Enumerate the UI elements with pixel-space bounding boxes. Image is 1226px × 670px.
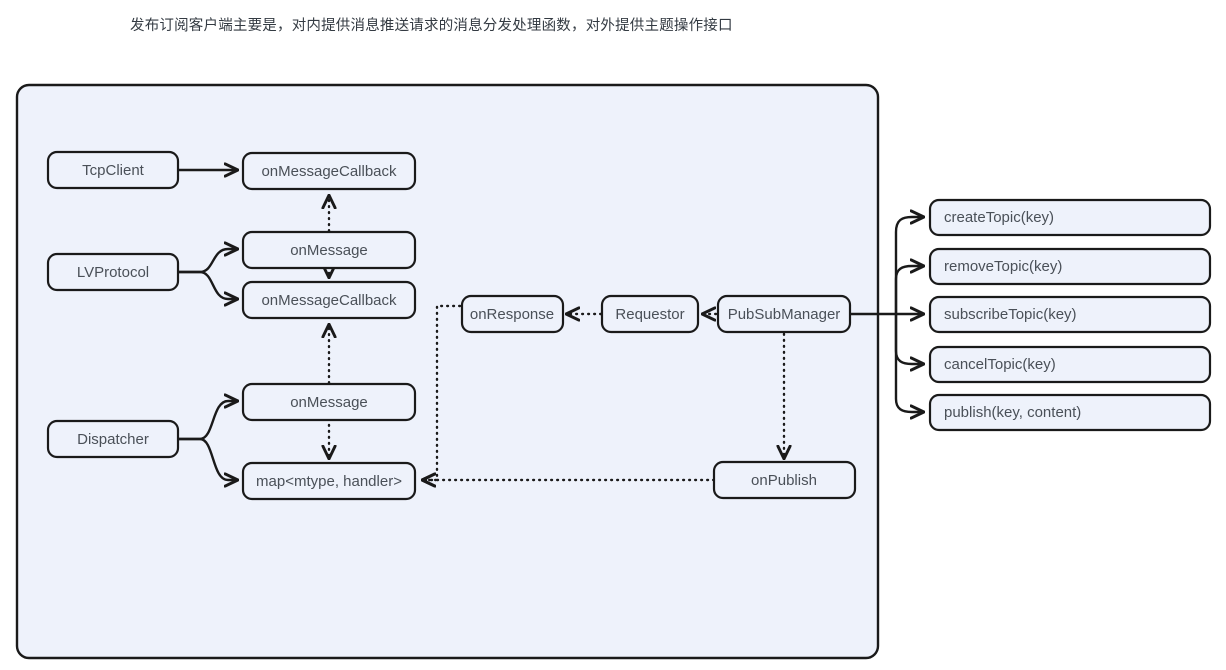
api-box-subscribe-topic[interactable]: subscribeTopic(key) [928,295,1212,334]
api-box-publish-rect[interactable] [928,393,1212,432]
node-tcp-client[interactable]: TcpClient [46,150,180,190]
edge-pubsubmanager-to-createtopic [894,217,923,316]
node-on-message-mid-label: onMessage [290,242,368,259]
node-pub-sub-manager-label: PubSubManager [728,306,841,323]
node-map-mtype-handler[interactable]: map<mtype, handler> [241,461,417,501]
node-requestor-label: Requestor [615,306,684,323]
page-caption: 发布订阅客户端主要是，对内提供消息推送请求的消息分发处理函数，对外提供主题操作接… [130,18,733,34]
node-on-message-callback-mid-label: onMessageCallback [261,292,397,309]
edge-pubsubmanager-to-canceltopic [894,312,923,364]
api-box-cancel-topic[interactable]: cancelTopic(key) [928,345,1212,384]
node-tcp-client-label: TcpClient [82,162,145,179]
client-container-panel [15,83,880,660]
node-on-message-mid[interactable]: onMessage [241,230,417,270]
edges-dotted [329,196,784,480]
api-box-subscribe-topic-label: subscribeTopic(key) [944,306,1077,323]
node-requestor-rect[interactable] [600,294,700,334]
node-on-response-rect[interactable] [460,294,565,334]
node-pub-sub-manager-rect[interactable] [716,294,852,334]
api-box-cancel-topic-rect[interactable] [928,345,1212,384]
edge-dispatcher-to-map [177,437,237,480]
api-box-cancel-topic-label: cancelTopic(key) [944,356,1056,373]
node-lv-protocol-rect[interactable] [46,252,180,292]
node-pub-sub-manager[interactable]: PubSubManager [716,294,852,334]
node-dispatcher[interactable]: Dispatcher [46,419,180,459]
node-lv-protocol[interactable]: LVProtocol [46,252,180,292]
edge-pubsubmanager-to-removetopic [894,266,923,316]
node-tcp-client-rect[interactable] [46,150,180,190]
edge-pubsubmanager-to-publish [894,312,923,412]
node-on-response[interactable]: onResponse [460,294,565,334]
node-on-message-callback-top-rect[interactable] [241,151,417,191]
node-on-message-callback-mid[interactable]: onMessageCallback [241,280,417,320]
node-on-message-callback-top[interactable]: onMessageCallback [241,151,417,191]
node-on-publish-rect[interactable] [712,460,857,500]
node-on-message-mid-rect[interactable] [241,230,417,270]
api-box-publish-label: publish(key, content) [944,404,1081,421]
edges-solid [177,170,923,480]
node-on-message-bottom[interactable]: onMessage [241,382,417,422]
api-box-remove-topic[interactable]: removeTopic(key) [928,247,1212,286]
node-on-message-callback-mid-rect[interactable] [241,280,417,320]
api-box-publish[interactable]: publish(key, content) [928,393,1212,432]
node-map-mtype-handler-rect[interactable] [241,461,417,501]
node-on-message-bottom-rect[interactable] [241,382,417,422]
api-box-subscribe-topic-rect[interactable] [928,295,1212,334]
node-dispatcher-rect[interactable] [46,419,180,459]
api-box-remove-topic-label: removeTopic(key) [944,258,1062,275]
node-on-response-label: onResponse [470,306,554,323]
node-on-message-bottom-label: onMessage [290,394,368,411]
edge-lvprotocol-to-onmessagecallback [177,270,237,299]
api-box-create-topic[interactable]: createTopic(key) [928,198,1212,237]
node-map-mtype-handler-label: map<mtype, handler> [256,473,402,490]
node-requestor[interactable]: Requestor [600,294,700,334]
node-on-publish[interactable]: onPublish [712,460,857,500]
node-on-message-callback-top-label: onMessageCallback [261,163,397,180]
api-box-remove-topic-rect[interactable] [928,247,1212,286]
node-on-publish-label: onPublish [751,472,817,489]
node-lv-protocol-label: LVProtocol [77,264,149,281]
api-box-create-topic-label: createTopic(key) [944,209,1054,226]
node-dispatcher-label: Dispatcher [77,431,149,448]
api-box-create-topic-rect[interactable] [928,198,1212,237]
